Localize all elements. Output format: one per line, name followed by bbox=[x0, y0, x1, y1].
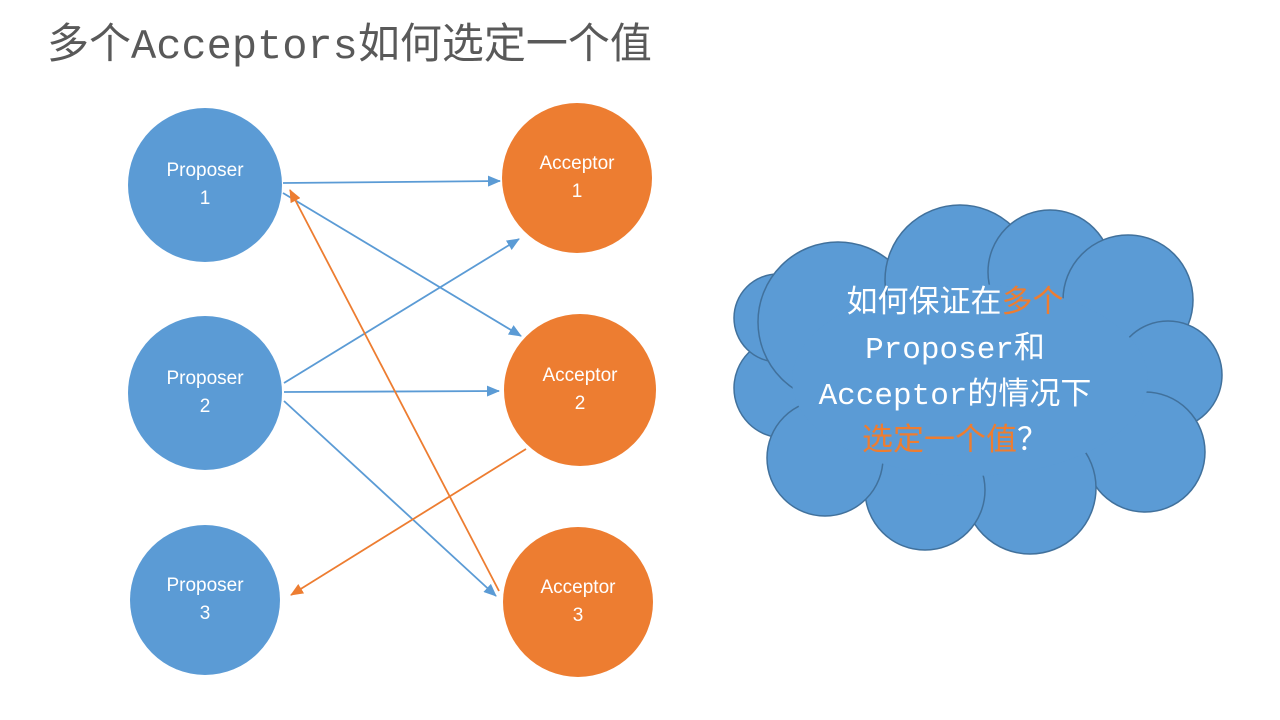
cloud-text-segment: Acceptor的情况下 bbox=[818, 379, 1092, 414]
arrow-proposer-2-to-acceptor-2 bbox=[283, 385, 500, 397]
node-acceptor-3: Acceptor 3 bbox=[503, 527, 653, 677]
arrow-proposer-2-to-acceptor-1 bbox=[283, 238, 520, 384]
cloud-text-line: Acceptor的情况下 bbox=[723, 374, 1187, 420]
node-label-number: 1 bbox=[571, 181, 583, 202]
node-label-name: Acceptor bbox=[542, 365, 618, 386]
slide-title: 多个Acceptors如何选定一个值 bbox=[47, 23, 652, 71]
arrow-proposer-1-to-acceptor-1 bbox=[282, 175, 501, 187]
cloud-text-line: 选定一个值？ bbox=[723, 420, 1187, 466]
cloud-text-segment: Proposer和 bbox=[865, 333, 1045, 368]
arrow-proposer-1-to-acceptor-2 bbox=[282, 192, 522, 337]
node-acceptor-1: Acceptor 1 bbox=[502, 103, 652, 253]
message-arrows-group bbox=[282, 175, 527, 597]
thought-cloud-shape bbox=[733, 204, 1223, 555]
node-label-number: 1 bbox=[199, 188, 211, 209]
node-proposer-3: Proposer 3 bbox=[130, 525, 280, 675]
cloud-text-line: Proposer和 bbox=[723, 328, 1187, 374]
arrow-proposer-2-to-acceptor-3 bbox=[283, 400, 497, 597]
arrow-acceptor-2-to-proposer-3 bbox=[290, 448, 527, 596]
cloud-text-segment: ？ bbox=[1017, 425, 1048, 460]
node-proposer-2: Proposer 2 bbox=[128, 316, 282, 470]
cloud-question-text: 如何保证在多个 Proposer和 Acceptor的情况下选定一个值？ bbox=[723, 282, 1187, 466]
cloud-text-segment: 如何保证在 bbox=[846, 287, 1002, 322]
cloud-text-line: 如何保证在多个 bbox=[723, 282, 1187, 328]
arrow-acceptor-3-to-proposer-1 bbox=[289, 189, 500, 592]
node-proposer-1: Proposer 1 bbox=[128, 108, 282, 262]
node-label-name: Proposer bbox=[166, 160, 244, 181]
node-label-name: Acceptor bbox=[539, 153, 615, 174]
cloud-text-segment: 多个 bbox=[1001, 287, 1064, 322]
node-label-number: 2 bbox=[574, 393, 586, 414]
node-label-name: Proposer bbox=[166, 575, 244, 596]
node-label-name: Proposer bbox=[166, 368, 244, 389]
node-label-number: 3 bbox=[572, 605, 584, 626]
node-label-name: Acceptor bbox=[540, 577, 616, 598]
node-label-number: 3 bbox=[199, 603, 211, 624]
node-acceptor-2: Acceptor 2 bbox=[504, 314, 656, 466]
cloud-text-segment: 选定一个值 bbox=[862, 425, 1017, 460]
cloud-core bbox=[792, 284, 1148, 476]
node-label-number: 2 bbox=[199, 396, 211, 417]
